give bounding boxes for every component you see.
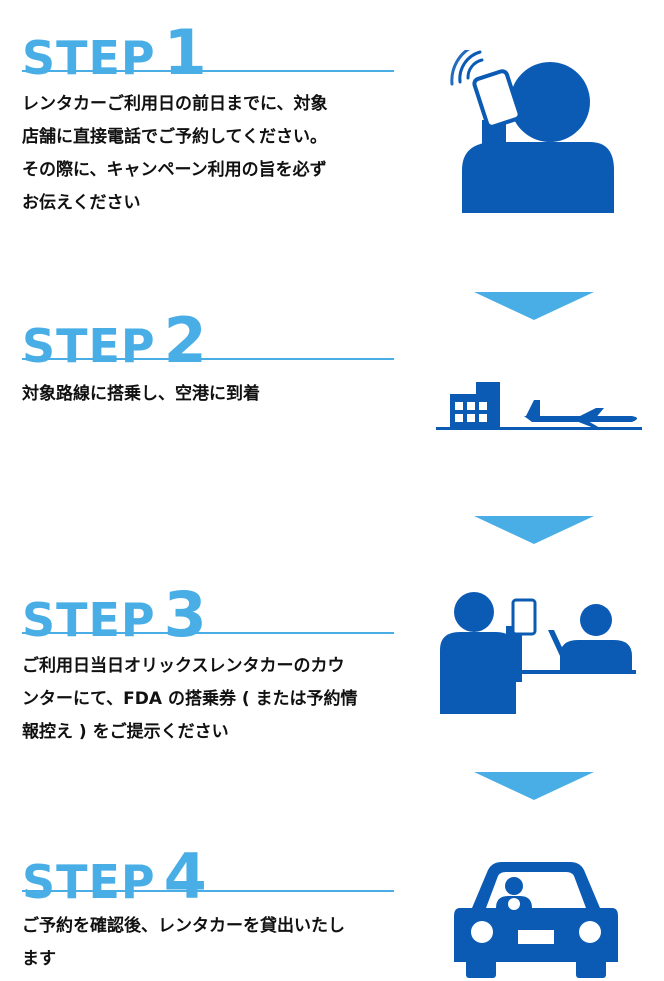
desc-line: レンタカーご利用日の前日までに、対象 bbox=[22, 94, 328, 114]
step-3-description: ご利用日当日オリックスレンタカーのカウ ンターにて、FDA の搭乗券 ( または… bbox=[22, 650, 402, 749]
desc-line: ます bbox=[22, 949, 56, 969]
desc-line: 店舗に直接電話でご予約してください。 bbox=[22, 127, 327, 147]
step-number: 1 bbox=[163, 16, 207, 89]
step-word: STEP bbox=[22, 855, 156, 909]
person-phone-icon bbox=[450, 50, 614, 213]
desc-line: ご予約を確認後、レンタカーを貸出いたし bbox=[22, 916, 345, 936]
step-1-description: レンタカーご利用日の前日までに、対象 店舗に直接電話でご予約してください。 その… bbox=[22, 88, 402, 220]
step-2-description: 対象路線に搭乗し、空港に到着 bbox=[22, 378, 402, 411]
step-word: STEP bbox=[22, 31, 156, 85]
counter-people-icon bbox=[440, 592, 636, 714]
down-arrow-icon bbox=[474, 292, 594, 320]
desc-line: その際に、キャンペーン利用の旨を必ず bbox=[22, 160, 327, 180]
car-driver-icon bbox=[454, 862, 618, 978]
step-3-rule bbox=[22, 632, 394, 634]
desc-line: お伝えください bbox=[22, 193, 141, 213]
step-word: STEP bbox=[22, 593, 156, 647]
step-number: 4 bbox=[163, 840, 207, 913]
airport-airplane-icon bbox=[436, 382, 642, 430]
step-4-rule bbox=[22, 890, 394, 892]
desc-line: ンターにて、FDA の搭乗券 ( または予約情 bbox=[22, 689, 358, 709]
step-word: STEP bbox=[22, 319, 156, 373]
step-2-rule bbox=[22, 358, 394, 360]
desc-line: ご利用日当日オリックスレンタカーのカウ bbox=[22, 656, 345, 676]
down-arrow-icon bbox=[474, 772, 594, 800]
step-4-description: ご予約を確認後、レンタカーを貸出いたし ます bbox=[22, 910, 402, 976]
down-arrow-icon bbox=[474, 516, 594, 544]
desc-line: 報控え ) をご提示ください bbox=[22, 722, 229, 742]
step-1-rule bbox=[22, 70, 394, 72]
desc-line: 対象路線に搭乗し、空港に到着 bbox=[22, 384, 260, 404]
step-number: 2 bbox=[163, 304, 207, 377]
step-number: 3 bbox=[163, 578, 207, 651]
